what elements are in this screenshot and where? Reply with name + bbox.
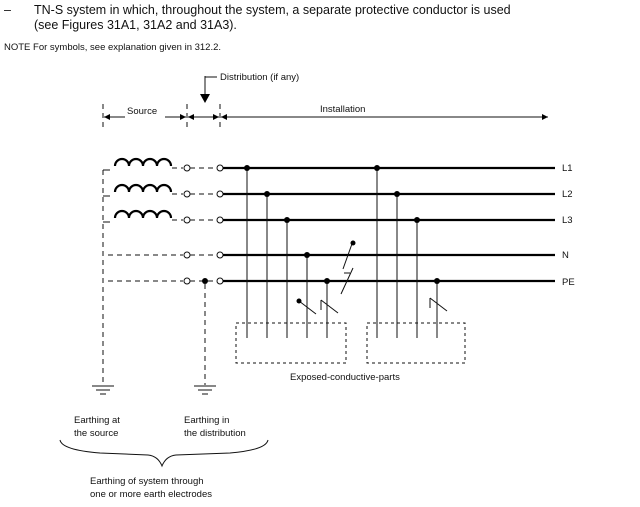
junction-dot: [414, 217, 420, 223]
label-l2: L2: [562, 189, 573, 200]
earthing-distribution-line-2: the distribution: [184, 428, 246, 439]
terminal: [216, 251, 224, 259]
source-label: Source: [127, 106, 157, 117]
distribution-arrow-left: [188, 114, 194, 120]
earthing-source-line-2: the source: [74, 428, 118, 439]
switch-symbol: [342, 240, 354, 270]
earth-symbol-source: [92, 385, 114, 395]
label-pe: PE: [562, 277, 575, 288]
junction-dot: [304, 252, 310, 258]
terminal: [216, 164, 224, 172]
header-line-2: (see Figures 31A1, 31A2 and 31A3).: [34, 18, 237, 32]
installation-label: Installation: [320, 104, 365, 115]
note: NOTE For symbols, see explanation given …: [4, 42, 222, 53]
installation-arrow-right: [542, 114, 548, 120]
junction-dot: [324, 278, 330, 284]
terminal: [183, 277, 191, 285]
junction-dot: [264, 191, 270, 197]
terminal: [216, 216, 224, 224]
source-arrow-right: [180, 114, 186, 120]
earthing-system-line-2: one or more earth electrodes: [90, 489, 212, 500]
coil-l1: [113, 157, 173, 167]
brace: [59, 439, 269, 468]
switch-symbol: [429, 297, 448, 312]
terminal: [183, 251, 191, 259]
switch-symbol: [340, 267, 354, 295]
label-l1: L1: [562, 163, 573, 174]
exposed-parts-box-1: [235, 322, 347, 364]
junction-dot: [284, 217, 290, 223]
earthing-distribution-line-1: Earthing in: [184, 415, 229, 426]
header-line-1: TN-S system in which, throughout the sys…: [34, 3, 511, 17]
distribution-label: Distribution (if any): [220, 72, 299, 83]
switch-dot: [350, 240, 356, 246]
exposed-parts-box-2: [366, 322, 466, 364]
junction-dot: [394, 191, 400, 197]
coil-l2: [113, 183, 173, 193]
junction-dot: [434, 278, 440, 284]
junction-dot: [202, 278, 208, 284]
switch-symbol: [320, 299, 339, 314]
switch-dot: [296, 298, 302, 304]
source-label-bg: [125, 110, 165, 122]
earth-symbol-distribution: [194, 385, 216, 395]
bullet-dash: –: [4, 3, 11, 17]
exposed-parts-label: Exposed-conductive-parts: [290, 372, 400, 383]
junction-dot: [374, 165, 380, 171]
terminal: [216, 277, 224, 285]
distribution-arrowhead: [200, 94, 210, 103]
earthing-source-line-1: Earthing at: [74, 415, 120, 426]
switch-symbol: [298, 300, 317, 315]
label-l3: L3: [562, 215, 573, 226]
coil-l3: [113, 209, 173, 219]
installation-arrow-left: [221, 114, 227, 120]
terminal: [183, 190, 191, 198]
source-arrow-left: [104, 114, 110, 120]
junction-dot: [244, 165, 250, 171]
terminal: [216, 190, 224, 198]
earthing-system-line-1: Earthing of system through: [90, 476, 204, 487]
terminal: [183, 164, 191, 172]
label-n: N: [562, 250, 569, 261]
terminal: [183, 216, 191, 224]
distribution-arrow-right: [213, 114, 219, 120]
